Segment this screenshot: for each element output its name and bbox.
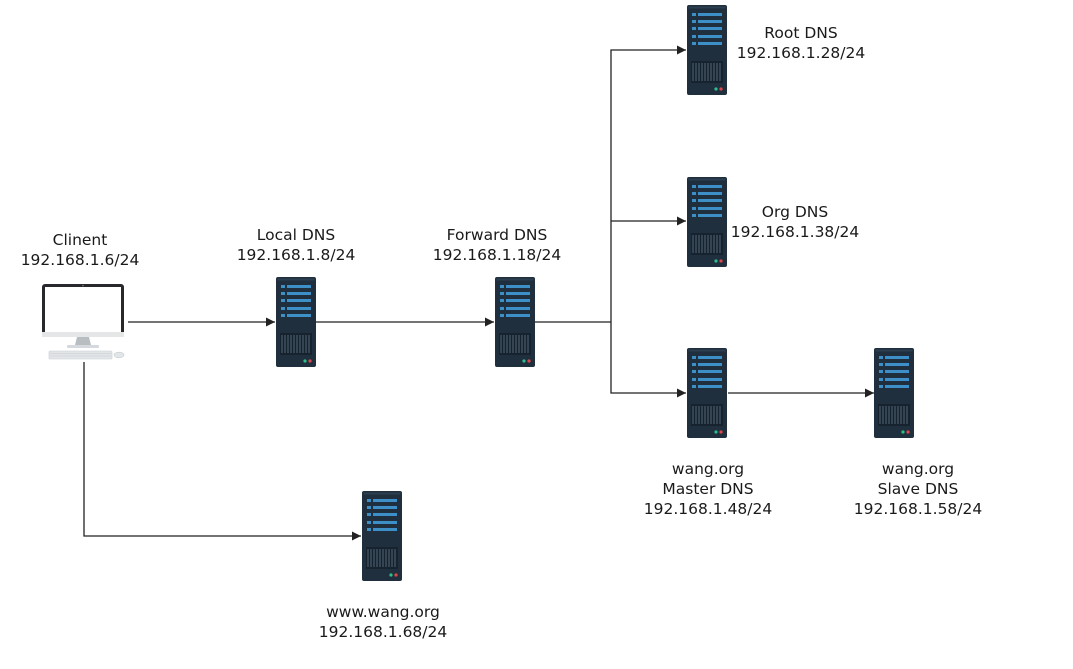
org-dns-ip: 192.168.1.38/24 xyxy=(730,223,860,241)
edge-client-to-www xyxy=(83,362,361,541)
master-dns-role: Master DNS xyxy=(662,480,754,498)
master-dns-server-icon[interactable] xyxy=(686,347,728,439)
master-dns-domain: wang.org xyxy=(671,460,745,478)
org-dns-name: Org DNS xyxy=(761,203,829,221)
local-dns-label: Local DNS 192.168.1.8/24 xyxy=(237,225,356,265)
slave-dns-server-icon[interactable] xyxy=(873,347,915,439)
master-dns-ip: 192.168.1.48/24 xyxy=(643,500,773,518)
master-dns-label: wang.org Master DNS 192.168.1.48/24 xyxy=(644,459,772,519)
local-dns-name: Local DNS xyxy=(256,226,336,244)
forward-dns-ip: 192.168.1.18/24 xyxy=(432,246,562,264)
client-computer-icon[interactable] xyxy=(41,283,125,360)
slave-dns-label: wang.org Slave DNS 192.168.1.58/24 xyxy=(854,459,982,519)
root-dns-name: Root DNS xyxy=(764,24,838,42)
www-name: www.wang.org xyxy=(326,603,440,621)
root-dns-label: Root DNS 192.168.1.28/24 xyxy=(737,23,865,63)
client-ip: 192.168.1.6/24 xyxy=(20,251,140,269)
slave-dns-domain: wang.org xyxy=(881,460,955,478)
slave-dns-ip: 192.168.1.58/24 xyxy=(853,500,983,518)
local-dns-ip: 192.168.1.8/24 xyxy=(236,246,356,264)
root-dns-server-icon[interactable] xyxy=(686,4,728,96)
org-dns-label: Org DNS 192.168.1.38/24 xyxy=(731,202,859,242)
forward-dns-name: Forward DNS xyxy=(446,226,548,244)
forward-dns-label: Forward DNS 192.168.1.18/24 xyxy=(433,225,561,265)
www-label: www.wang.org 192.168.1.68/24 xyxy=(319,602,447,642)
www-server-icon[interactable] xyxy=(361,490,403,582)
local-dns-server-icon[interactable] xyxy=(275,276,317,368)
root-dns-ip: 192.168.1.28/24 xyxy=(736,44,866,62)
edge-forward-to-master-dns xyxy=(610,322,686,398)
forward-dns-server-icon[interactable] xyxy=(494,276,536,368)
edge-forward-to-root-dns xyxy=(610,45,686,322)
org-dns-server-icon[interactable] xyxy=(686,176,728,268)
client-label: Clinent 192.168.1.6/24 xyxy=(21,230,140,270)
connectors xyxy=(83,45,874,541)
slave-dns-role: Slave DNS xyxy=(877,480,959,498)
client-name: Clinent xyxy=(52,231,108,249)
www-ip: 192.168.1.68/24 xyxy=(318,623,448,641)
